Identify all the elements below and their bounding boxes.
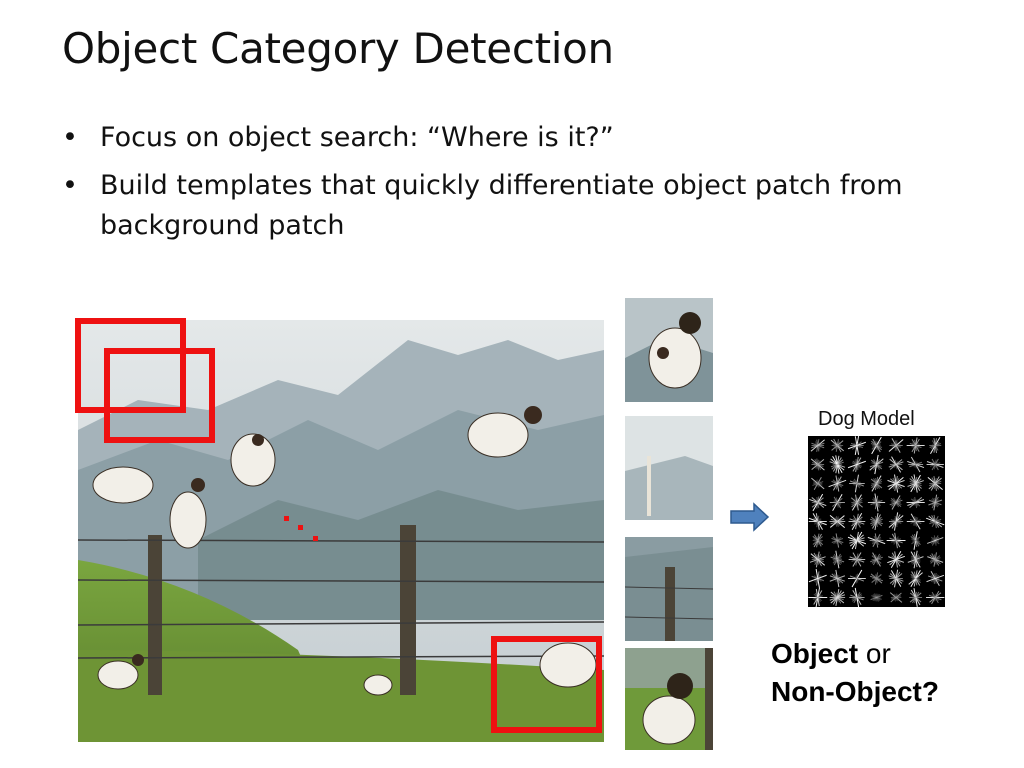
detection-window-box: [491, 636, 602, 733]
dog-photo: [78, 320, 604, 742]
hog-cell: [829, 569, 846, 588]
hog-cell: [809, 551, 826, 568]
hog-template: [808, 435, 945, 608]
hog-cell: [907, 456, 925, 473]
hog-cell: [808, 513, 827, 530]
hog-cell: [906, 496, 925, 509]
bullet-dot-icon: •: [62, 169, 78, 201]
hog-cell: [869, 572, 884, 585]
hog-cell: [906, 437, 925, 454]
hog-cell: [810, 439, 825, 452]
bullet-dot-icon: •: [62, 122, 78, 153]
bullet-list: • Focus on object search: “Where is it?”…: [62, 118, 942, 254]
hog-cell: [849, 587, 865, 608]
hog-cell: [828, 475, 847, 492]
hog-cell: [847, 531, 867, 550]
hog-cell: [909, 588, 923, 607]
hog-cell: [870, 593, 883, 602]
search-window-box: [75, 318, 186, 413]
search-window-box: [104, 348, 215, 443]
hog-cell: [888, 456, 904, 473]
bullet-text: Focus on object search: “Where is it?”: [100, 122, 614, 153]
bullet-text: Build templates that quickly differentia…: [100, 169, 903, 241]
hog-cell: [848, 513, 866, 530]
hog-cell: [908, 569, 923, 588]
hog-cell: [888, 512, 904, 531]
hog-cell: [829, 514, 846, 529]
hog-cell: [929, 437, 942, 454]
hog-cell: [867, 493, 886, 512]
background-patch: [625, 537, 713, 641]
hog-cell: [888, 438, 904, 453]
hog-cell: [847, 456, 867, 473]
hog-cell: [927, 535, 944, 546]
hog-cell: [907, 550, 924, 569]
dog-model-label: Dog Model: [818, 408, 915, 430]
bullet-item: • Build templates that quickly different…: [62, 166, 942, 246]
slide-title: Object Category Detection: [62, 24, 614, 73]
dog-patch: [625, 298, 713, 402]
hog-cell: [850, 494, 863, 511]
hog-cell: [887, 550, 905, 569]
hog-cell: [927, 476, 943, 491]
hog-cell: [906, 513, 925, 530]
hog-cell: [808, 587, 828, 608]
hog-cell: [869, 454, 884, 475]
hog-cell: [907, 474, 924, 493]
hog-cell: [925, 514, 945, 529]
hog-cell: [887, 474, 905, 493]
hog-cell: [927, 552, 944, 567]
hog-cell: [830, 438, 845, 453]
hog-cell: [847, 435, 867, 456]
hog-cell: [869, 512, 884, 531]
hog-cell: [829, 494, 845, 511]
right-arrow-icon: [730, 502, 770, 532]
hog-cell: [849, 474, 865, 493]
hog-cell: [848, 569, 866, 588]
hog-cell: [928, 494, 943, 511]
hog-cell: [888, 569, 904, 588]
hog-cell: [870, 436, 883, 455]
hog-cell: [926, 590, 945, 605]
hog-cell: [808, 568, 827, 589]
object-label: Object: [771, 638, 859, 669]
hog-cell: [848, 552, 866, 567]
hog-cell: [910, 531, 921, 550]
object-question: Object or Non-Object?: [771, 635, 939, 711]
hog-cell: [829, 589, 846, 606]
bullet-item: • Focus on object search: “Where is it?”: [62, 118, 942, 158]
hog-cell: [870, 552, 883, 567]
hog-cell: [889, 495, 903, 510]
dog-patch: [625, 648, 713, 750]
hog-cell: [809, 493, 827, 512]
hog-cell: [889, 592, 903, 603]
hog-cell: [831, 533, 844, 548]
background-patch: [625, 416, 713, 520]
hog-cell: [811, 477, 825, 490]
hog-cell: [870, 475, 883, 492]
hog-cell: [886, 532, 906, 549]
hog-cell: [867, 533, 886, 548]
hog-cell: [926, 458, 944, 471]
hog-cell: [829, 455, 846, 474]
hog-cell: [810, 458, 825, 471]
or-label: or: [858, 638, 891, 669]
hog-cell: [830, 550, 845, 569]
hog-cell: [812, 533, 824, 548]
hog-cell: [926, 570, 945, 587]
non-object-label: Non-Object?: [771, 676, 939, 707]
